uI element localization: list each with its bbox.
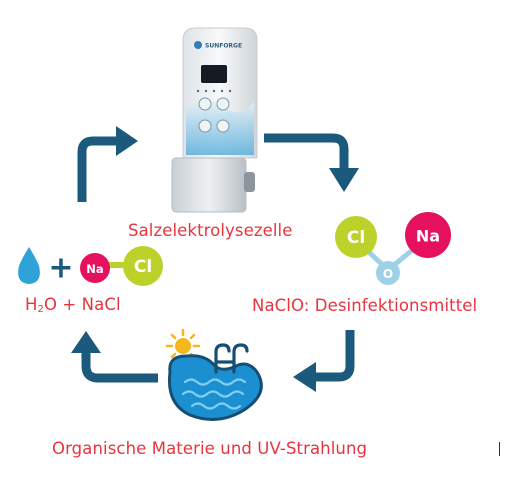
plus-sign: +	[48, 251, 73, 286]
cl-atom	[335, 216, 377, 258]
brand-logo-icon	[194, 41, 202, 49]
device-connector	[244, 172, 255, 192]
na-atom	[405, 212, 451, 258]
device-indicator-dots	[196, 89, 232, 93]
pool-waves	[181, 378, 247, 410]
o-atom-label: O	[383, 267, 393, 281]
arrowhead-left	[293, 362, 316, 392]
label-organic-matter-uv: Organische Materie und UV-Strahlung	[52, 439, 368, 458]
label-water-nacl: H2O + NaCl	[25, 295, 121, 315]
text-cursor	[499, 442, 500, 456]
arrow-to-device	[77, 136, 118, 202]
electrolysis-device-icon: SUNFORGE	[171, 27, 258, 213]
device-base	[171, 157, 247, 213]
cycle-arrows	[77, 133, 355, 383]
nacl-molecule: Na Cl	[80, 246, 163, 286]
arrowhead-up	[71, 331, 101, 353]
water-formula-rest: O + NaCl	[43, 295, 121, 314]
na-atom-label: Na	[416, 227, 440, 246]
label-salt-electrolysis-cell: Salzelektrolysezelle	[128, 221, 293, 240]
na-atom	[80, 253, 110, 283]
cl-atom-label: Cl	[134, 257, 152, 277]
device-button	[216, 119, 230, 133]
device-button	[198, 97, 212, 111]
water-formula-h: H	[25, 295, 38, 314]
swimming-pool-icon	[167, 343, 263, 421]
device-display	[201, 65, 227, 83]
device-button	[216, 97, 230, 111]
label-naclo-disinfectant: NaClO: Desinfektionsmittel	[252, 296, 478, 315]
arrowhead-down	[329, 168, 359, 192]
device-brand: SUNFORGE	[205, 43, 242, 50]
o-atom	[376, 261, 400, 285]
cl-atom-label: Cl	[347, 228, 365, 248]
water-formula-subscript: 2	[37, 304, 44, 315]
arrowhead-right	[116, 126, 138, 156]
naclo-molecule: Cl Na O	[335, 212, 451, 285]
water-drop-icon	[18, 247, 40, 284]
arrow-to-naclo	[264, 133, 349, 170]
na-atom-label: Na	[86, 262, 103, 276]
device-button	[198, 119, 212, 133]
pool-basin	[167, 354, 263, 421]
arrow-to-pool	[314, 330, 355, 382]
cl-atom	[123, 246, 163, 286]
pool-ladder	[214, 343, 249, 374]
nacl-bond	[100, 262, 128, 268]
arrow-to-water	[81, 351, 158, 383]
